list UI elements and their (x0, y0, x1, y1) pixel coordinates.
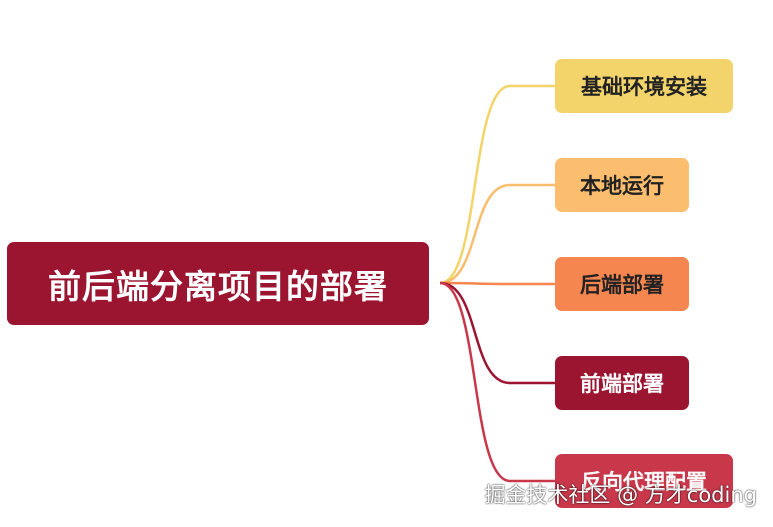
branch-node-local-run[interactable]: 本地运行 (555, 158, 689, 212)
branch-node-reverse-proxy[interactable]: 反向代理配置 (555, 454, 733, 508)
connector-2 (439, 281, 555, 286)
watermark-text: 掘金技术社区 @ 方才coding (484, 483, 757, 507)
branch-node-env-setup[interactable]: 基础环境安装 (555, 59, 733, 113)
branch-node-backend-deploy[interactable]: 后端部署 (555, 257, 689, 311)
branch-node-frontend-deploy[interactable]: 前端部署 (555, 356, 689, 410)
connector-1 (439, 183, 555, 285)
root-node[interactable]: 前后端分离项目的部署 (7, 242, 429, 325)
connector-0 (439, 84, 555, 285)
connector-4 (439, 281, 555, 483)
connector-3 (439, 281, 555, 385)
